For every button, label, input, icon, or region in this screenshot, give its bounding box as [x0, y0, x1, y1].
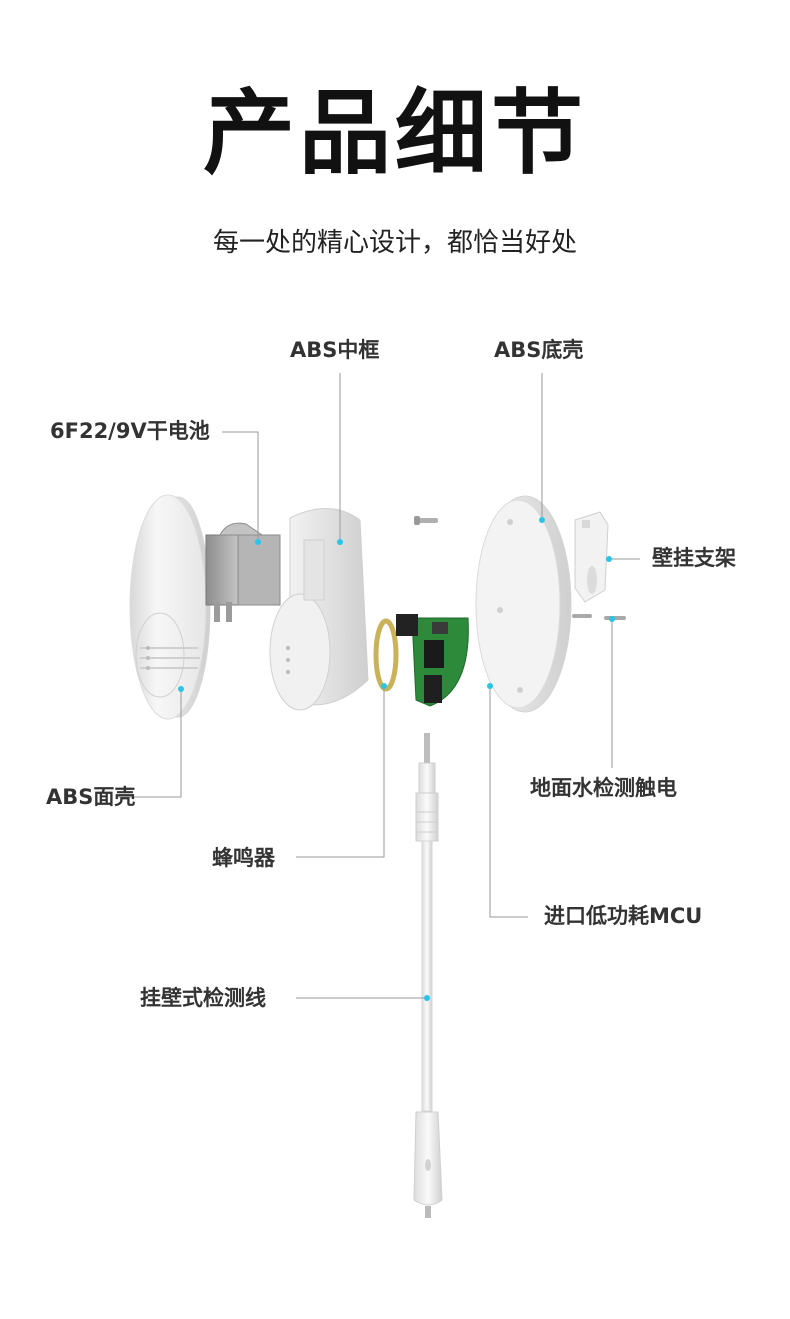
detection-cable-part [413, 733, 443, 1218]
mid-frame-part [269, 508, 369, 711]
screw-part [572, 614, 592, 618]
label-buzzer: 蜂鸣器 [212, 846, 275, 870]
pcb-mcu-part [396, 614, 469, 707]
label-ground-sensor: 地面水检测触电 [530, 776, 677, 800]
label-bottom-shell: ABS底壳 [494, 338, 584, 362]
leader-lines [118, 373, 640, 999]
callout-dots [178, 517, 615, 1001]
battery-part [205, 522, 281, 622]
screw-part [414, 516, 438, 525]
label-face-shell: ABS面壳 [46, 785, 136, 809]
page-subtitle: 每一处的精心设计，都恰当好处 [212, 228, 577, 258]
label-mcu: 进口低功耗MCU [544, 904, 703, 928]
page-title: 产品细节 [202, 80, 587, 187]
label-wire: 挂壁式检测线 [140, 986, 266, 1010]
face-shell-part [129, 494, 211, 720]
wall-bracket-part [574, 511, 609, 603]
buzzer-ring-part [373, 618, 399, 692]
bottom-shell-part [475, 495, 572, 713]
label-mid-frame: ABS中框 [290, 338, 380, 362]
label-bracket: 壁挂支架 [652, 546, 736, 570]
screw-part [604, 616, 626, 620]
label-battery: 6F22/9V干电池 [50, 419, 210, 443]
